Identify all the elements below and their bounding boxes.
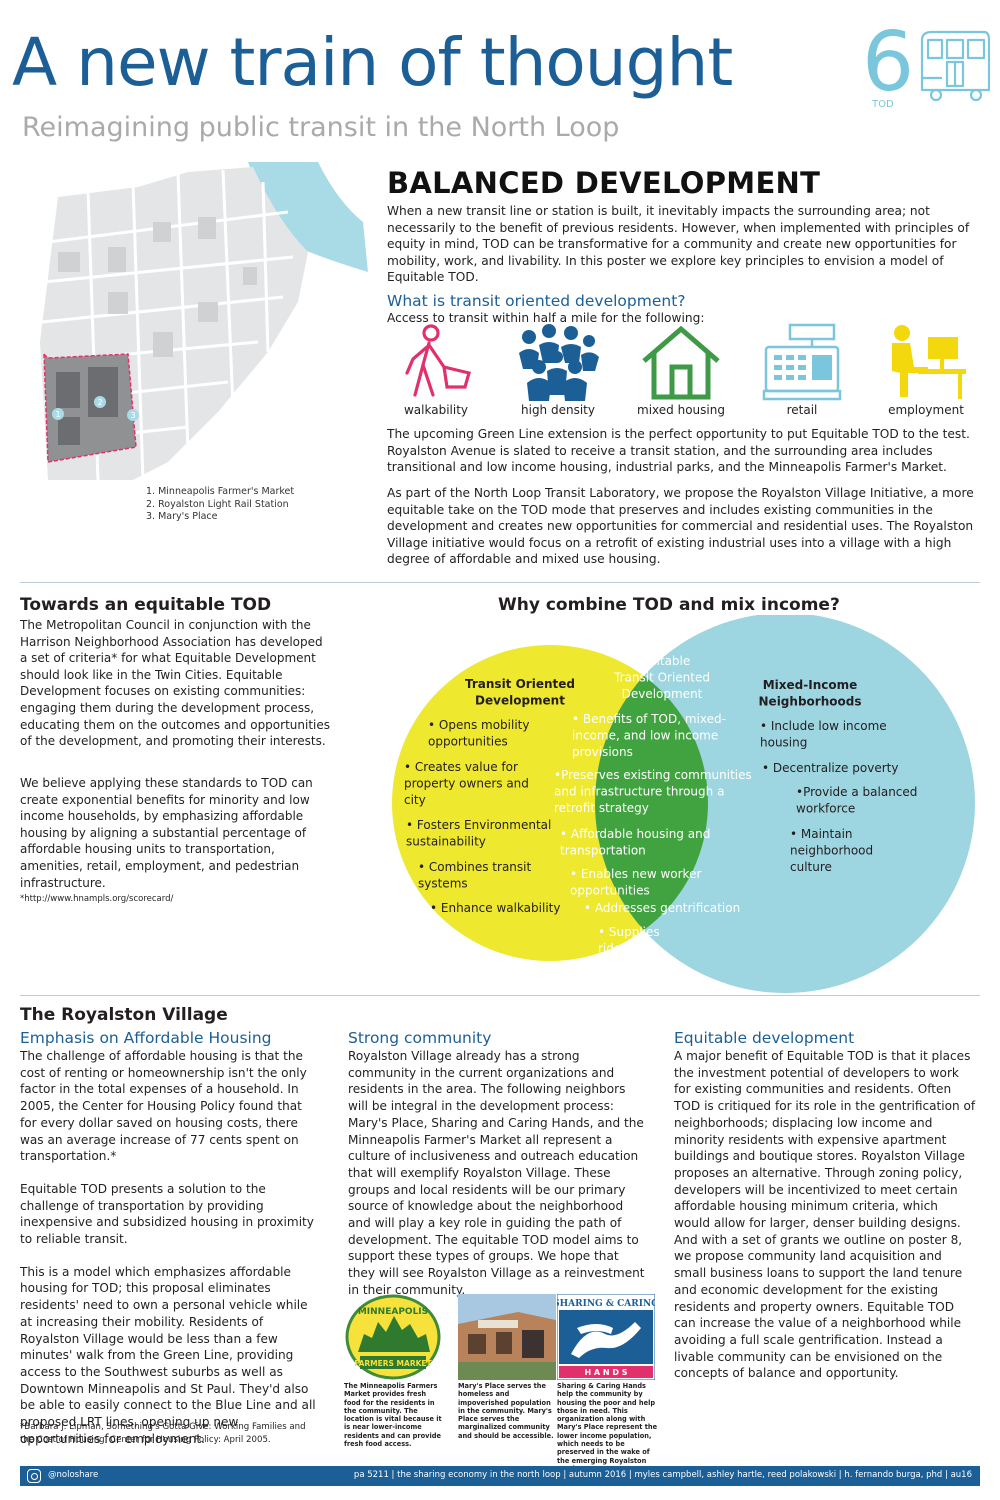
footer-credits: pa 5211 | the sharing economy in the nor… bbox=[353, 1470, 972, 1480]
divider bbox=[20, 582, 980, 583]
venn-left-item: • Enhance walkability bbox=[430, 901, 560, 915]
map-legend-item: 1. Minneapolis Farmer's Market bbox=[146, 486, 295, 497]
walkability-item: walkability bbox=[397, 323, 475, 417]
equitable-tod-body: The Metropolitan Council in conjunction … bbox=[20, 618, 330, 749]
cash-register-icon bbox=[762, 323, 842, 401]
col1-heading: Emphasis on Affordable Housing bbox=[20, 1029, 272, 1047]
venn-title: Why combine TOD and mix income? bbox=[498, 595, 840, 615]
equitable-tod-footnote: *http://www.hnampls.org/scorecard/ bbox=[20, 894, 174, 904]
col1-paragraph: This is a model which emphasizes afforda… bbox=[20, 1264, 316, 1446]
equitable-tod-title: Towards an equitable TOD bbox=[20, 595, 272, 615]
high-density-label: high density bbox=[521, 403, 595, 417]
marys-place-photo bbox=[458, 1294, 556, 1380]
footer-bar: @noloshare pa 5211 | the sharing economy… bbox=[20, 1466, 980, 1486]
crowd-icon bbox=[519, 324, 599, 401]
retail-label: retail bbox=[786, 403, 818, 417]
venn-center-item: • Addresses gentrification bbox=[584, 901, 740, 915]
royalston-initiative-paragraph: As part of the North Loop Transit Labora… bbox=[387, 486, 974, 567]
shopper-icon bbox=[405, 324, 471, 397]
map-legend-item: 2. Royalston Light Rail Station bbox=[146, 498, 289, 510]
farmers-market-logo-bottom: FARMERS MARKET bbox=[354, 1359, 432, 1368]
map-marker-1: 1 bbox=[55, 410, 60, 419]
desk-worker-icon bbox=[892, 325, 966, 399]
sharing-caring-logo-top: SHARING & CARING bbox=[557, 1299, 655, 1309]
tod-question: What is transit oriented development? bbox=[387, 292, 686, 310]
tod-subtitle: Access to transit within half a mile for… bbox=[387, 311, 705, 325]
marys-place-caption: Mary's Place serves the homeless and imp… bbox=[458, 1382, 554, 1440]
farmers-market-caption: The Minneapolis Farmers Market provides … bbox=[344, 1382, 442, 1449]
house-icon bbox=[642, 325, 720, 400]
sharing-caring-caption: Sharing & Caring Hands help the communit… bbox=[557, 1382, 658, 1473]
map-marker-2: 2 bbox=[97, 398, 102, 407]
col3-body: A major benefit of Equitable TOD is that… bbox=[674, 1049, 976, 1381]
col1-body: The challenge of affordable housing is t… bbox=[20, 1048, 320, 1447]
north-loop-map: 1 2 3 bbox=[40, 162, 368, 481]
venn-right-item: • Decentralize poverty bbox=[762, 761, 898, 775]
col3-heading: Equitable development bbox=[674, 1029, 855, 1047]
royalston-title: The Royalston Village bbox=[20, 1005, 228, 1025]
social-handle[interactable]: @noloshare bbox=[48, 1470, 99, 1480]
sharing-caring-hands-logo: SHARING & CARING H A N D S bbox=[557, 1294, 655, 1380]
mixed-housing-item: mixed housing bbox=[632, 323, 730, 417]
farmers-market-logo: MINNEAPOLIS FARMERS MARKET bbox=[345, 1294, 441, 1380]
map-legend-item: 3. Mary's Place bbox=[146, 511, 218, 522]
col2-heading: Strong community bbox=[348, 1029, 492, 1047]
employment-label: employment bbox=[888, 403, 964, 417]
sharing-caring-logo-bottom: H A N D S bbox=[584, 1368, 627, 1377]
col1-paragraph: The challenge of affordable housing is t… bbox=[20, 1049, 307, 1164]
map-legend: 1. Minneapolis Farmer's Market 2. Royals… bbox=[146, 486, 294, 524]
equitable-tod-body-2: We believe applying these standards to T… bbox=[20, 776, 313, 890]
poster-tag: TOD bbox=[872, 99, 894, 110]
walkability-label: walkability bbox=[403, 403, 469, 417]
col1-footnote: *Barbara J. Lipman, Something's Gotta Gi… bbox=[20, 1422, 306, 1445]
instagram-icon[interactable] bbox=[27, 1469, 41, 1483]
col1-paragraph: Equitable TOD presents a solution to the… bbox=[20, 1181, 314, 1247]
map-marker-3: 3 bbox=[130, 411, 135, 420]
retail-item: retail bbox=[760, 323, 844, 417]
col2-body: Royalston Village already has a strong c… bbox=[348, 1049, 645, 1297]
intro-paragraph: When a new transit line or station is bu… bbox=[387, 204, 970, 285]
poster-title: A new train of thought bbox=[12, 24, 733, 101]
divider bbox=[20, 995, 980, 996]
train-icon bbox=[920, 30, 990, 102]
venn-center-item: • Benefits of TOD, mixed-income, and low… bbox=[572, 712, 726, 759]
section-title: BALANCED DEVELOPMENT bbox=[387, 166, 821, 200]
poster-number: 6 bbox=[862, 15, 915, 110]
green-line-paragraph: The upcoming Green Line extension is the… bbox=[387, 427, 970, 475]
mixed-housing-label: mixed housing bbox=[637, 403, 725, 417]
poster-subtitle: Reimagining public transit in the North … bbox=[22, 112, 620, 143]
farmers-market-logo-top: MINNEAPOLIS bbox=[358, 1307, 428, 1317]
venn-circle-mixed-income bbox=[595, 615, 975, 993]
high-density-item: high density bbox=[510, 323, 606, 417]
employment-item: employment bbox=[878, 323, 974, 417]
